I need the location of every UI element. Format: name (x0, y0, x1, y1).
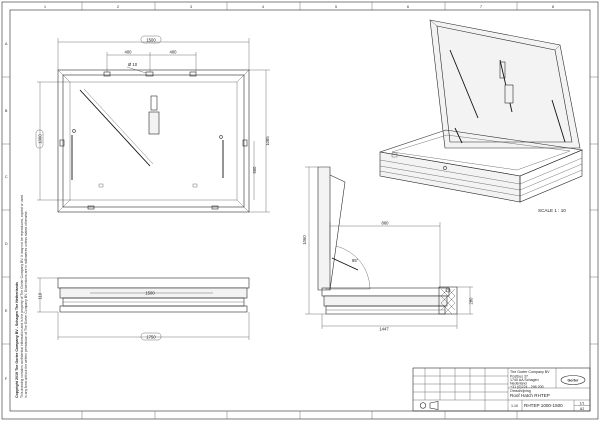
zone-letter: F (5, 377, 8, 381)
copyright-line-2: in any form without the written permissi… (24, 210, 28, 398)
dim-right-hinge: 400 (170, 50, 178, 55)
description-label: Omschrijving (510, 389, 531, 393)
sheet-number: 1/1 (580, 402, 585, 406)
zone-letter: C (5, 175, 8, 179)
dim-left-hinge: 400 (125, 50, 133, 55)
dim-outer-height: 1085 (265, 136, 270, 146)
zone-letter: D (5, 242, 8, 246)
zone-number: 4 (262, 5, 264, 9)
dim-angle: 85° (352, 258, 359, 263)
zone-number: 1 (44, 5, 46, 9)
dim-inner-height: 1000 (38, 134, 43, 144)
zone-number: 6 (407, 5, 409, 9)
address-line: Nederland (510, 382, 527, 386)
zone-letter: B (5, 109, 8, 113)
scale-label: SCALE 1 : 10 (538, 208, 566, 213)
zone-letter: A (5, 42, 8, 46)
description-value: Roof Hatch RHTEP (510, 393, 550, 398)
dim-opening-height: 1060 (302, 235, 307, 245)
sheet-size: A2 (580, 407, 584, 411)
dim-pin: Ø 10 (128, 62, 138, 67)
dim-depth: 860 (382, 221, 390, 226)
front-elevation: 1500 110 1750 (37, 277, 250, 341)
plan-view: 1500 400 400 Ø 10 1000 1085 500 (35, 35, 270, 213)
scale-value: 1:10 (511, 404, 518, 408)
company-name: The Gorter Company BV (510, 370, 550, 374)
zone-number: 5 (335, 5, 337, 9)
logo-text: Gorter (568, 379, 580, 383)
zone-letter: E (5, 309, 8, 313)
gorter-logo: Gorter (560, 375, 586, 385)
drawing-number: RHTEP 1000-1500 (524, 403, 563, 408)
title-block: The Gorter Company BV Postbus 37 1740 AA… (412, 367, 591, 412)
address-line: Postbus 37 (510, 375, 528, 379)
dim-front-height: 110 (38, 292, 43, 299)
side-elevation: 85° 1060 860 1447 280 (302, 166, 474, 332)
dim-front-overall: 1750 (146, 335, 156, 340)
dim-front-width: 1500 (145, 291, 155, 296)
projection-symbol-icon (419, 401, 439, 410)
dim-overall-depth: 1447 (379, 327, 389, 332)
dim-partial: 500 (252, 166, 257, 174)
copyright-line-1: This drawing contains confidential infor… (20, 195, 24, 398)
zone-number: 8 (552, 5, 554, 9)
copyright-title: Copyright 2019 The Gorter Company BV - S… (15, 282, 19, 398)
address-line: +31 (0)224 - 298 200 (510, 385, 544, 389)
copyright-block: Copyright 2019 The Gorter Company BV - S… (15, 195, 28, 398)
zone-labels: 1 2 3 4 5 6 7 8 A B C D E F (5, 5, 554, 381)
zone-number: 2 (117, 5, 119, 9)
isometric-view: SCALE 1 : 10 (379, 19, 584, 213)
dim-overall-width: 1500 (146, 38, 156, 43)
zone-number: 3 (190, 5, 192, 9)
address-line: 1740 AA Schagen (510, 378, 539, 382)
zone-number: 7 (480, 5, 482, 9)
dim-frame-height: 280 (469, 297, 474, 305)
